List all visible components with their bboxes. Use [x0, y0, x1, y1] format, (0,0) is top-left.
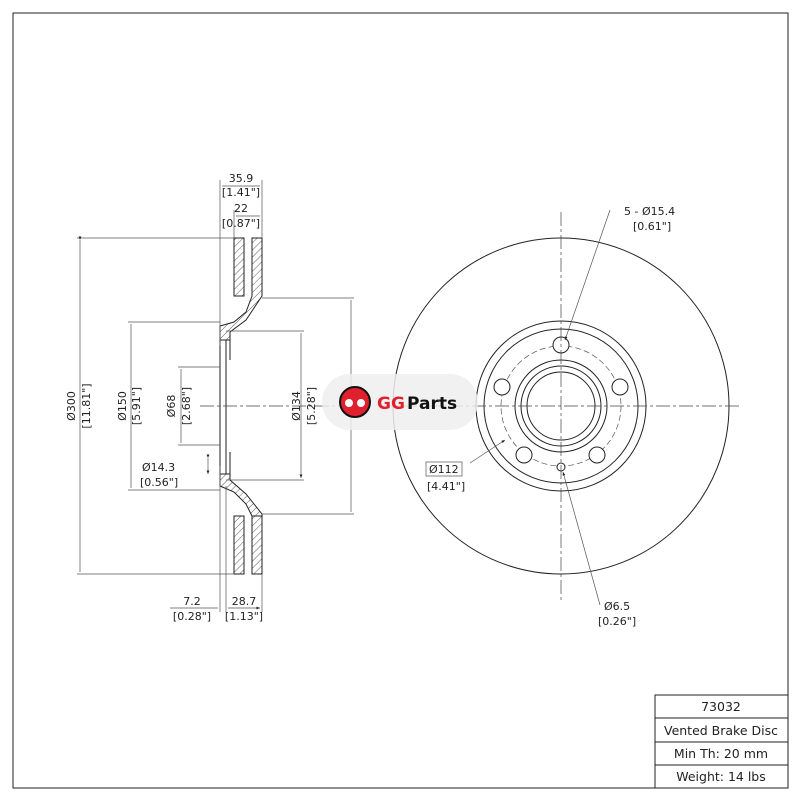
weight: Weight: 14 lbs	[676, 769, 766, 784]
part-description: Vented Brake Disc	[664, 723, 778, 738]
part-number: 73032	[701, 699, 741, 714]
bolt-holes-label: 5 - Ø15.4	[624, 205, 675, 218]
bolt-circle-in-label: [4.41"]	[427, 480, 465, 493]
hat-diameter-in-label: [5.91"]	[130, 387, 143, 425]
title-block	[654, 694, 789, 789]
pin-hole-in-label: [0.26"]	[598, 615, 636, 628]
overall-width-label: 35.9	[229, 172, 254, 185]
disc-thickness-in-label: [0.87"]	[222, 217, 260, 230]
hat-diameter-label: Ø150	[116, 391, 129, 421]
svg-text:Parts: Parts	[407, 394, 457, 414]
overall-width-in-label: [1.41"]	[222, 186, 260, 199]
bolt-holes	[493, 336, 629, 464]
hat-thickness-in-label: [0.28"]	[173, 610, 211, 623]
ggparts-logo: GG Parts	[322, 374, 478, 430]
bolt-holes-in-label: [0.61"]	[633, 220, 671, 233]
outer-diameter-in-label: [11.81"]	[80, 383, 93, 428]
disc-thickness-label: 22	[234, 202, 248, 215]
center-bore-label: Ø68	[165, 395, 178, 418]
hole-diameter-in-label: [0.56"]	[140, 476, 178, 489]
inner-diameter-in-label: [5.28"]	[305, 387, 318, 425]
min-thickness: Min Th: 20 mm	[674, 746, 768, 761]
bolt-circle-label: Ø112	[429, 463, 459, 476]
hat-height-label: 28.7	[232, 595, 257, 608]
pin-hole-label: Ø6.5	[604, 600, 630, 613]
center-bore-in-label: [2.68"]	[180, 387, 193, 425]
side-section-view	[77, 180, 370, 612]
svg-text:GG: GG	[377, 394, 405, 414]
hat-thickness-label: 7.2	[183, 595, 201, 608]
hole-diameter-label: Ø14.3	[142, 461, 175, 474]
drawing-border	[12, 12, 789, 789]
hat-height-in-label: [1.13"]	[225, 610, 263, 623]
inner-diameter-label: Ø134	[290, 391, 303, 421]
outer-diameter-label: Ø300	[65, 391, 78, 421]
